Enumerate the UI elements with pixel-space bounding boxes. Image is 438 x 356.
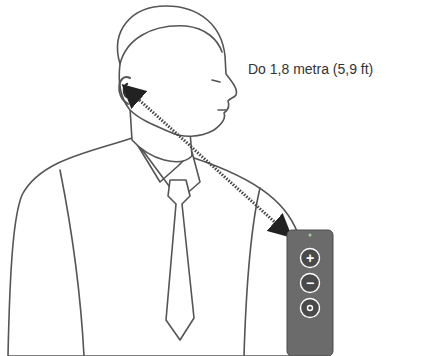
person-drawing <box>8 6 300 356</box>
remote-control <box>287 230 333 356</box>
button-symbol: − <box>301 274 319 292</box>
distance-arrow <box>126 88 288 234</box>
distance-label: Do 1,8 metra (5,9 ft) <box>248 61 373 77</box>
button-symbol: + <box>301 249 319 267</box>
